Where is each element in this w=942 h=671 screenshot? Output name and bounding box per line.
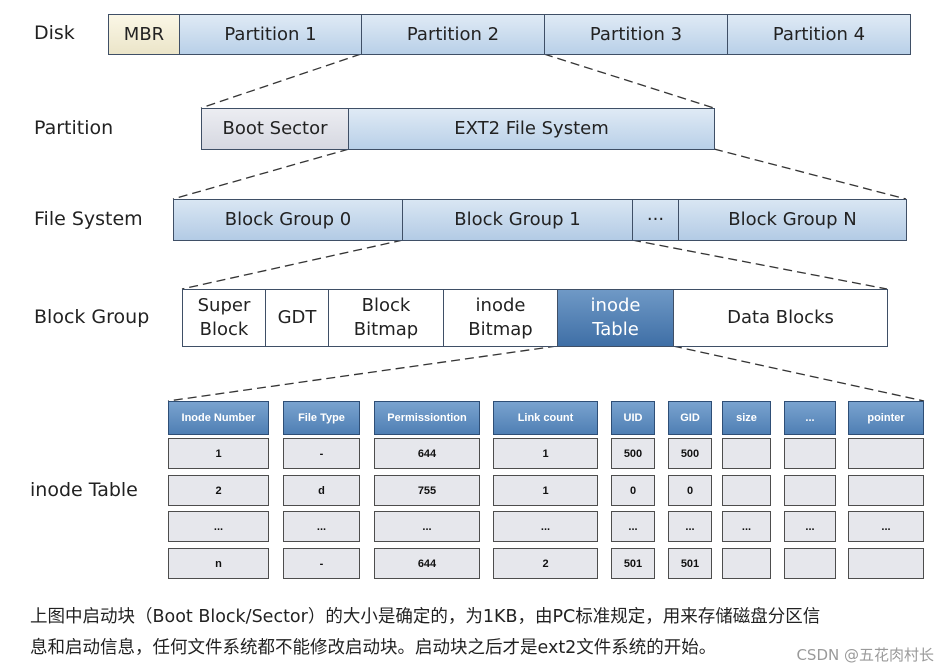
inode-table-cell [784,438,836,469]
inode-table-cell: inode Table [558,290,674,346]
inode-table-cell: ... [722,511,771,542]
block-group-0-cell: Block Group 0 [174,200,403,240]
inode-table-header: Permissiontion [374,401,480,435]
connector-line [200,53,362,109]
disk-bar: MBR Partition 1 Partition 2 Partition 3 … [108,14,911,55]
inode-table-header: Inode Number [168,401,269,435]
inode-table-cell: 0 [668,475,712,506]
inode-table-cell: 755 [374,475,480,506]
inode-table-cell: 1 [493,475,598,506]
inode-bitmap-line1: inode [475,295,526,316]
super-block-line1: Super [197,295,251,316]
inode-table-header: Link count [493,401,598,435]
inode-table-cell: ... [848,511,924,542]
inode-table-cell: 501 [611,548,655,579]
partition-3-cell: Partition 3 [545,15,728,54]
inode-table-header: size [722,401,771,435]
inode-table-cell: ... [493,511,598,542]
inode-table-cell [722,548,771,579]
label-partition: Partition [34,117,114,139]
boot-sector-cell: Boot Sector [202,109,349,149]
connector-line [167,345,558,402]
super-block-cell: Super Block [183,290,266,346]
block-group-bar: Super Block GDT Block Bitmap inode Bitma… [182,289,888,347]
caption-line-1: 上图中启动块（Boot Block/Sector）的大小是确定的，为1KB，由P… [30,607,821,627]
caption: 上图中启动块（Boot Block/Sector）的大小是确定的，为1KB，由P… [30,602,930,664]
connector-line [713,148,907,200]
inode-bitmap-line2: Bitmap [468,319,533,340]
inode-table-cell [848,548,924,579]
inode-table-cell: ... [668,511,712,542]
inode-table-cell [784,548,836,579]
partition-1-cell: Partition 1 [180,15,362,54]
connector-line [543,53,715,109]
inode-table-cell: ... [283,511,360,542]
mbr-cell: MBR [109,15,180,54]
inode-table-cell: d [283,475,360,506]
inode-table-cell: 501 [668,548,712,579]
block-bitmap-cell: Block Bitmap [329,290,444,346]
inode-table-cell [848,475,924,506]
inode-table-cell: - [283,438,360,469]
inode-table-cell: 500 [668,438,712,469]
inode-table-cell: ... [611,511,655,542]
partition-2-cell: Partition 2 [362,15,545,54]
inode-table-header: File Type [283,401,360,435]
label-file-system: File System [34,208,143,230]
block-bitmap-line1: Block [361,295,411,316]
block-group-n-cell: Block Group N [679,200,906,240]
inode-table-cell: 0 [611,475,655,506]
inode-table-cell: ... [374,511,480,542]
inode-table-cell: 1 [493,438,598,469]
data-blocks-cell: Data Blocks [674,290,887,346]
inode-bitmap-cell: inode Bitmap [444,290,558,346]
inode-table-header: GID [668,401,712,435]
inode-table-cell: - [283,548,360,579]
block-bitmap-line2: Bitmap [353,319,419,340]
file-system-bar: Block Group 0 Block Group 1 ··· Block Gr… [173,199,907,241]
super-block-line2: Block [199,319,249,340]
inode-table-line2: Table [592,319,639,340]
caption-line-2: 息和启动信息，任何文件系统都不能修改启动块。启动块之后才是ext2文件系统的开始… [30,638,717,658]
inode-table-cell: 1 [168,438,269,469]
inode-table-line1: inode [590,295,641,316]
inode-table-header: ... [784,401,836,435]
block-group-1-cell: Block Group 1 [403,200,633,240]
ext2-file-system-cell: EXT2 File System [349,109,714,149]
connector-line [672,345,925,402]
inode-table-cell [784,475,836,506]
label-inode-table: inode Table [30,479,138,501]
inode-table-cell [722,475,771,506]
label-block-group: Block Group [34,306,150,328]
inode-table-cell: 644 [374,438,480,469]
connector-line [181,239,404,290]
inode-table-cell: ... [784,511,836,542]
partition-bar: Boot Sector EXT2 File System [201,108,715,150]
inode-table-cell [848,438,924,469]
connector-line [172,148,350,200]
watermark: CSDN @五花肉村长 [796,646,934,664]
inode-table-cell: 2 [168,475,269,506]
inode-table-cell [722,438,771,469]
ellipsis-cell: ··· [633,200,679,240]
inode-table-cell: 500 [611,438,655,469]
inode-table-header: pointer [848,401,924,435]
inode-table-cell: n [168,548,269,579]
connector-line [631,239,888,290]
inode-table-cell: 644 [374,548,480,579]
inode-table-cell: 2 [493,548,598,579]
inode-table-header: UID [611,401,655,435]
gdt-cell: GDT [266,290,329,346]
partition-4-cell: Partition 4 [728,15,910,54]
label-disk: Disk [34,22,75,44]
inode-table-cell: ... [168,511,269,542]
